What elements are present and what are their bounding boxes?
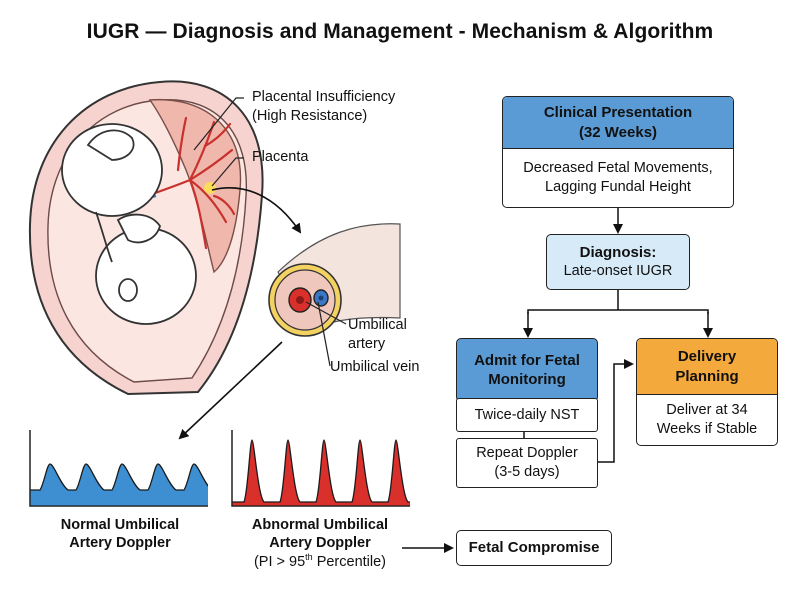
uterus-illustration	[28, 80, 264, 396]
label-line: Umbilical	[348, 317, 407, 333]
label-placenta: Placenta	[252, 149, 309, 165]
label-placental-insufficiency: Placental Insufficiency (High Resistance…	[252, 88, 395, 126]
normal-doppler-waveform	[30, 463, 208, 506]
clinical-presentation-body: Decreased Fetal Movements, Lagging Funda…	[523, 149, 712, 207]
cord-cross-section	[268, 223, 401, 337]
box-title-line: Admit for Fetal	[474, 351, 580, 369]
label-line: (High Resistance)	[252, 107, 368, 124]
delivery-planning-header: Delivery Planning	[637, 339, 777, 395]
caption-line: Normal Umbilical	[60, 517, 180, 533]
clinical-presentation-header: Clinical Presentation (32 Weeks)	[503, 97, 733, 149]
caption-part: (PI > 95	[253, 554, 306, 571]
box-body-line: Weeks if Stable	[656, 421, 758, 437]
admit-monitoring-box: Admit for Fetal Monitoring	[456, 338, 598, 402]
box-body-line: Deliver at 34	[666, 402, 748, 419]
caption-line: Abnormal Umbilical	[251, 517, 389, 533]
placenta-illustration	[148, 98, 242, 274]
caption-line: Artery Doppler	[269, 535, 371, 552]
label-line: Placental Insufficiency	[252, 89, 396, 105]
delivery-planning-box: Delivery Planning Deliver at 34 Weeks if…	[636, 338, 778, 446]
fetal-compromise-box: Fetal Compromise	[456, 530, 612, 566]
label-umbilical-vein: Umbilical vein	[330, 359, 420, 375]
doppler-wave-path	[232, 439, 410, 506]
box-title-line: (32 Weeks)	[578, 123, 658, 141]
caption-part: Percentile)	[312, 554, 387, 571]
clinical-presentation-box: Clinical Presentation (32 Weeks) Decreas…	[502, 96, 734, 208]
doppler-wave-path	[30, 463, 208, 506]
abnormal-doppler-waveform	[232, 439, 410, 506]
caption-line: (PI > 95th Percentile)	[220, 552, 420, 571]
nst-box: Twice-daily NST	[456, 398, 598, 432]
box-body-line: Repeat Doppler	[476, 445, 578, 462]
abnormal-doppler-caption: Abnormal Umbilical Artery Doppler (PI > …	[220, 516, 420, 571]
normal-doppler-caption: Normal Umbilical Artery Doppler	[22, 516, 218, 552]
caption-superscript: th	[305, 552, 313, 563]
arrow-placenta-to-cord	[211, 187, 302, 234]
box-body-line: Late-onset IUGR	[563, 263, 673, 280]
box-title-line: Clinical Presentation	[543, 104, 693, 121]
box-body-line: Lagging Fundal Height	[545, 179, 691, 195]
page-title: IUGR — Diagnosis and Management - Mechan…	[86, 20, 714, 43]
arrow-cord-to-doppler	[178, 341, 283, 440]
box-title-line: Delivery	[677, 348, 737, 365]
caption-line: Artery Doppler	[69, 535, 171, 552]
box-title-line: Planning	[675, 367, 739, 385]
diagnosis-box: Diagnosis: Late-onset IUGR	[546, 234, 690, 290]
repeat-doppler-box: Repeat Doppler (3-5 days)	[456, 438, 598, 488]
label-umbilical-artery: Umbilical artery	[348, 316, 407, 354]
box-body-line: Decreased Fetal Movements,	[523, 160, 713, 177]
box-title-line: Diagnosis:	[579, 243, 657, 261]
box-body-line: (3-5 days)	[494, 464, 560, 480]
box-title-line: Monitoring	[488, 371, 566, 388]
delivery-planning-body: Deliver at 34 Weeks if Stable	[657, 395, 757, 445]
label-line: artery	[348, 335, 386, 352]
